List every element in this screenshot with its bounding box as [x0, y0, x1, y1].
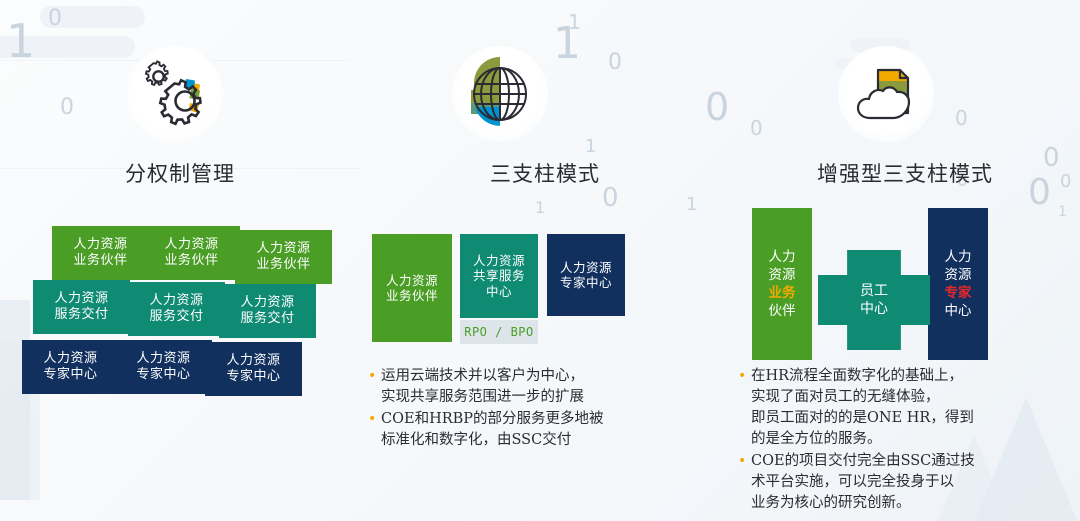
section-title: 增强型三支柱模式 — [817, 162, 993, 186]
section-title: 三支柱模式 — [490, 162, 600, 186]
hr-function-box: 人力资源 专家中心 — [205, 342, 302, 396]
section-title: 分权制管理 — [125, 162, 235, 186]
hr-function-box: 人力资源 业务伙伴 — [235, 230, 332, 284]
bullet-dot-icon: • — [368, 368, 377, 384]
pillar-text-line: 人力 — [944, 248, 972, 265]
pillar-text-line: 中心 — [944, 303, 972, 320]
hr-function-box: 人力资源 专家中心 — [115, 340, 212, 394]
hr-function-box: 人力资源 业务伙伴 — [143, 226, 240, 280]
pillar-text-line: 伙伴 — [768, 303, 796, 320]
bullet-item: •在HR流程全面数字化的基础上， 实现了面对员工的无缝体验， 即员工面对的的是O… — [738, 366, 1008, 450]
pillar-text-line: 专家 — [944, 285, 972, 301]
pillar-text-line: 资源 — [944, 266, 972, 283]
hrbp-pillar: 人力资源业务伙伴 — [752, 208, 812, 360]
bullet-item: •COE的项目交付完全由SSC通过技 术平台实施，可以完全投身于以 业务为核心的… — [738, 451, 1008, 514]
hr-pillar-box: 人力资源 共享服务 中心 — [460, 234, 538, 318]
rpo-bpo-label: RPO / BPO — [460, 320, 538, 344]
pillar-text-line: 业务 — [768, 285, 796, 301]
bullet-item: •COE和HRBP的部分服务更多地被 标准化和数字化，由SSC交付 — [368, 409, 638, 451]
column-enhanced-three-pillar: 增强型三支柱模式 — [730, 0, 1080, 521]
bullet-text: COE和HRBP的部分服务更多地被 标准化和数字化，由SSC交付 — [381, 411, 604, 448]
bullet-text: COE的项目交付完全由SSC通过技 术平台实施，可以完全投身于以 业务为核心的研… — [751, 453, 975, 511]
column-decentralized: 分权制管理 人力资源 业务伙伴人力资源 服务交付人力资源 专家中心人力资源 业务… — [0, 0, 360, 521]
bullet-item: •运用云端技术并以客户为中心， 实现共享服务范围进一步的扩展 — [368, 366, 638, 408]
hr-function-box: 人力资源 服务交付 — [128, 282, 225, 336]
coe-pillar: 人力资源专家中心 — [928, 208, 988, 360]
hr-function-box: 人力资源 业务伙伴 — [52, 226, 149, 280]
bullet-text: 在HR流程全面数字化的基础上， 实现了面对员工的无缝体验， 即员工面对的的是ON… — [751, 368, 974, 447]
bullet-list-three-pillar: •运用云端技术并以客户为中心， 实现共享服务范围进一步的扩展•COE和HRBP的… — [368, 366, 638, 452]
bullet-list-enhanced: •在HR流程全面数字化的基础上， 实现了面对员工的无缝体验， 即员工面对的的是O… — [738, 366, 1008, 515]
gears-icon — [127, 46, 223, 142]
hr-function-box: 人力资源 专家中心 — [22, 340, 119, 394]
bullet-text: 运用云端技术并以客户为中心， 实现共享服务范围进一步的扩展 — [381, 368, 584, 405]
cloud-document-icon — [838, 46, 934, 142]
bullet-dot-icon: • — [738, 368, 747, 384]
hr-function-box: 人力资源 服务交付 — [33, 280, 130, 334]
hr-pillar-box: 人力资源 专家中心 — [547, 234, 625, 316]
bullet-dot-icon: • — [738, 453, 747, 469]
hr-function-box: 人力资源 服务交付 — [219, 284, 316, 338]
pillar-text-line: 人力 — [768, 248, 796, 265]
globe-icon — [452, 46, 548, 142]
bullet-dot-icon: • — [368, 411, 377, 427]
hr-pillar-box: 人力资源 业务伙伴 — [372, 234, 452, 342]
pillar-text-line: 资源 — [768, 266, 796, 283]
column-three-pillar: 三支柱模式 — [360, 0, 730, 521]
